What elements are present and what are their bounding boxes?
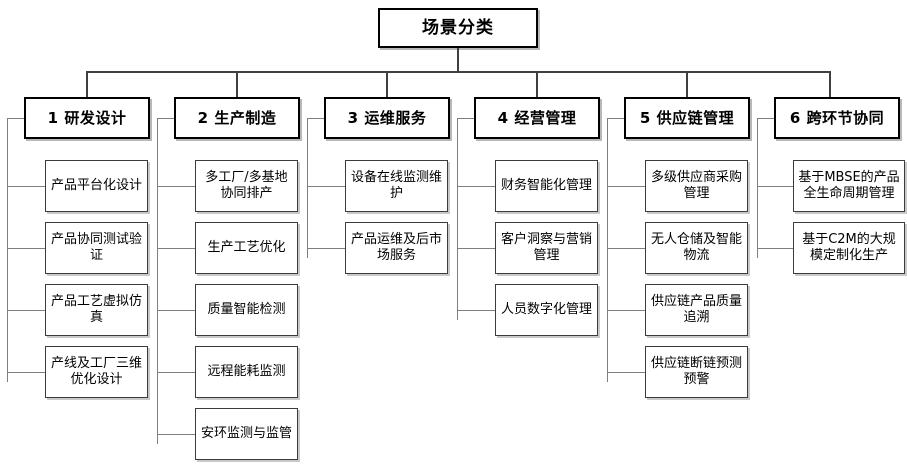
connector-bus-drop-5 [686,71,688,97]
column-header-4[interactable]: 4 经营管理 [474,97,600,139]
connector-stub-4-2 [457,248,496,249]
connector-bus-drop-3 [386,71,388,97]
connector-stub-head-2 [157,118,175,119]
connector-stub-4-3 [457,310,496,311]
connector-bus-drop-2 [236,71,238,97]
connector-stub-6-2 [757,248,796,249]
connector-bus [86,71,829,73]
connector-bus-drop-1 [86,71,88,97]
connector-root-drop [457,48,459,72]
connector-spine-2 [157,118,158,444]
connector-stub-2-3 [157,310,196,311]
connector-stub-2-5 [157,434,196,435]
leaf-node[interactable]: 产品运维及后市场服务 [345,222,448,274]
leaf-node[interactable]: 远程能耗监测 [195,346,298,398]
leaf-node[interactable]: 多工厂/多基地协同排产 [195,160,298,212]
connector-stub-5-3 [607,310,646,311]
connector-spine-6 [757,118,758,258]
connector-stub-4-1 [457,186,496,187]
connector-stub-1-3 [7,310,46,311]
column-header-6[interactable]: 6 跨环节协同 [774,97,900,139]
connector-stub-1-2 [7,248,46,249]
leaf-node[interactable]: 供应链断链预测预警 [645,346,748,398]
connector-stub-1-4 [7,372,46,373]
root-node[interactable]: 场景分类 [378,8,538,48]
connector-spine-5 [607,118,608,382]
connector-stub-head-3 [307,118,325,119]
column-header-2[interactable]: 2 生产制造 [174,97,300,139]
connector-stub-1-1 [7,186,46,187]
connector-bus-drop-6 [829,71,831,97]
leaf-node[interactable]: 财务智能化管理 [495,160,598,212]
column-header-5[interactable]: 5 供应链管理 [624,97,750,139]
connector-stub-head-6 [757,118,775,119]
leaf-node[interactable]: 无人仓储及智能物流 [645,222,748,274]
leaf-node[interactable]: 人员数字化管理 [495,284,598,336]
column-header-1[interactable]: 1 研发设计 [24,97,150,139]
leaf-node[interactable]: 安环监测与监管 [195,408,298,460]
leaf-node[interactable]: 设备在线监测维护 [345,160,448,212]
leaf-node[interactable]: 产品协同测试验证 [45,222,148,274]
leaf-node[interactable]: 产品工艺虚拟仿真 [45,284,148,336]
leaf-node[interactable]: 生产工艺优化 [195,222,298,274]
connector-stub-2-2 [157,248,196,249]
connector-stub-6-1 [757,186,796,187]
leaf-node[interactable]: 产线及工厂三维优化设计 [45,346,148,398]
leaf-node[interactable]: 质量智能检测 [195,284,298,336]
connector-stub-head-1 [7,118,25,119]
leaf-node[interactable]: 产品平台化设计 [45,160,148,212]
connector-spine-3 [307,118,308,258]
connector-spine-1 [7,118,8,382]
connector-stub-2-4 [157,372,196,373]
connector-stub-3-2 [307,248,346,249]
connector-stub-head-5 [607,118,625,119]
connector-spine-4 [457,118,458,320]
connector-stub-5-4 [607,372,646,373]
leaf-node[interactable]: 基于MBSE的产品全生命周期管理 [793,160,905,212]
column-header-3[interactable]: 3 运维服务 [324,97,450,139]
leaf-node[interactable]: 客户洞察与营销管理 [495,222,598,274]
connector-bus-drop-4 [536,71,538,97]
leaf-node[interactable]: 基于C2M的大规模定制化生产 [793,222,905,274]
leaf-node[interactable]: 多级供应商采购管理 [645,160,748,212]
connector-stub-2-1 [157,186,196,187]
connector-stub-5-2 [607,248,646,249]
connector-stub-5-1 [607,186,646,187]
connector-stub-3-1 [307,186,346,187]
connector-stub-head-4 [457,118,475,119]
leaf-node[interactable]: 供应链产品质量追溯 [645,284,748,336]
